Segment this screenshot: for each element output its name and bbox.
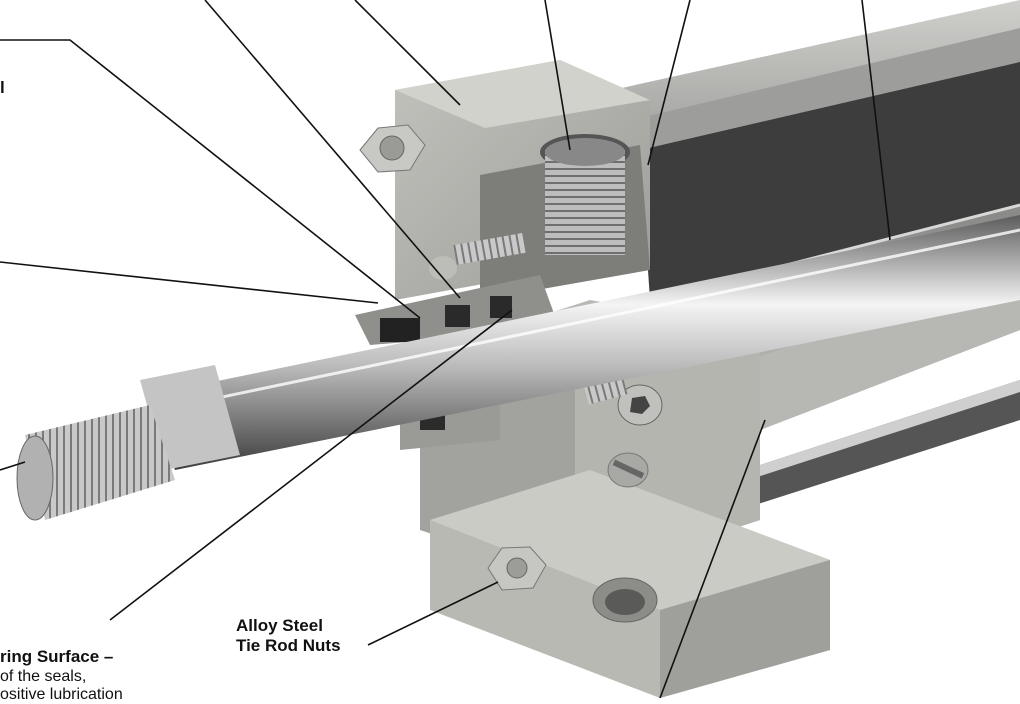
leader-line-wiper <box>204 0 461 299</box>
rod-end-thread <box>16 365 240 521</box>
upper-head-block <box>359 60 650 300</box>
callout-tie-rod-nuts-line1: Alloy Steel <box>236 616 323 635</box>
leader-line-tie-rod <box>659 419 766 699</box>
leader-line-bearing <box>109 309 513 621</box>
lower-head-block <box>420 300 830 698</box>
leader-lines <box>0 0 891 699</box>
callout-bearing-surface-title: ring Surface – <box>0 647 114 666</box>
leader-line-bushing <box>0 261 379 304</box>
leader-line-rod <box>861 0 891 241</box>
leader-line-barrel <box>647 0 691 166</box>
leader-line-head <box>354 0 461 106</box>
leader-line-seal <box>0 39 421 319</box>
leader-line-port <box>544 0 571 151</box>
callout-tie-rod-nuts-line2: Tie Rod Nuts <box>236 636 341 655</box>
piston-rod <box>150 215 1020 470</box>
callout-fragment-top-left: l <box>0 78 5 97</box>
callout-bearing-surface-desc2: ositive lubrication <box>0 686 123 703</box>
leader-line-thread <box>0 461 26 471</box>
leader-line-tie-rod-nuts <box>367 581 499 646</box>
tie-rod <box>745 380 1020 505</box>
callout-bearing-surface-desc1: of the seals, <box>0 668 87 685</box>
